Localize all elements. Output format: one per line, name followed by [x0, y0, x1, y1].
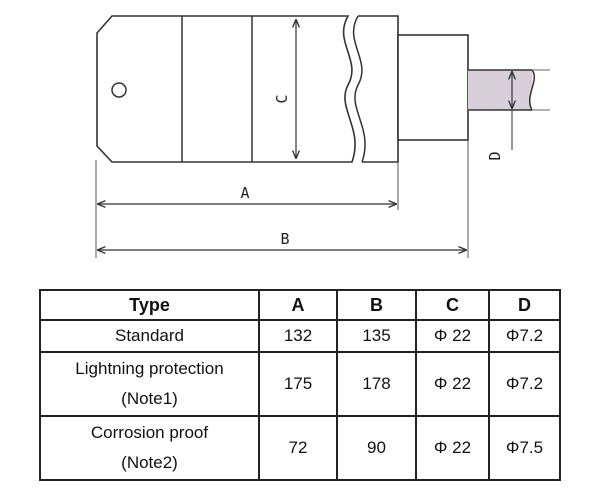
mounting-hole: [111, 82, 127, 98]
header-d: D: [488, 289, 561, 321]
cell-d: Φ7.2: [488, 319, 561, 353]
cell-d: Φ7.2: [488, 351, 561, 417]
type-name: Lightning protection: [75, 359, 224, 378]
body-right-section: [358, 15, 399, 163]
header-a: A: [258, 289, 338, 321]
sensor-body-outline: [96, 15, 356, 163]
table-row: Corrosion proof (Note2) 72 90 Φ 22 Φ7.5: [39, 415, 561, 481]
table-row: Lightning protection (Note1) 175 178 Φ 2…: [39, 351, 561, 417]
cell-b: 178: [336, 351, 417, 417]
dimension-b-label: B: [280, 230, 289, 248]
cell-c: Φ 22: [415, 319, 490, 353]
cell-c: Φ 22: [415, 351, 490, 417]
cell-a: 175: [258, 351, 338, 417]
cell-b: 135: [336, 319, 417, 353]
header-c: C: [415, 289, 490, 321]
cell-d: Φ7.5: [488, 415, 561, 481]
cell-a: 72: [258, 415, 338, 481]
type-cell: Lightning protection (Note1): [39, 351, 260, 417]
type-note: (Note2): [121, 453, 178, 472]
dimension-table: Type A B C D Standard 132 135 Φ 22 Φ7.2 …: [39, 289, 561, 481]
break-line: [352, 15, 366, 163]
sensor-dimension-drawing: C D A B: [95, 15, 550, 258]
header-b: B: [336, 289, 417, 321]
cell-b: 90: [336, 415, 417, 481]
cell-a: 132: [258, 319, 338, 353]
cable-break: [529, 69, 535, 111]
header-type: Type: [39, 289, 260, 321]
type-name: Standard: [115, 326, 184, 345]
dimension-d-label: D: [486, 151, 504, 160]
cell-c: Φ 22: [415, 415, 490, 481]
type-note: (Note1): [121, 389, 178, 408]
type-cell: Corrosion proof (Note2): [39, 415, 260, 481]
type-name: Corrosion proof: [90, 423, 209, 442]
type-cell: Standard: [39, 319, 260, 353]
connector-neck: [397, 34, 469, 141]
table-row: Standard 132 135 Φ 22 Φ7.2: [39, 319, 561, 353]
dimension-a-label: A: [240, 184, 249, 202]
dimension-c-label: C: [273, 94, 291, 103]
table-header-row: Type A B C D: [39, 289, 561, 321]
cable: [468, 70, 532, 110]
